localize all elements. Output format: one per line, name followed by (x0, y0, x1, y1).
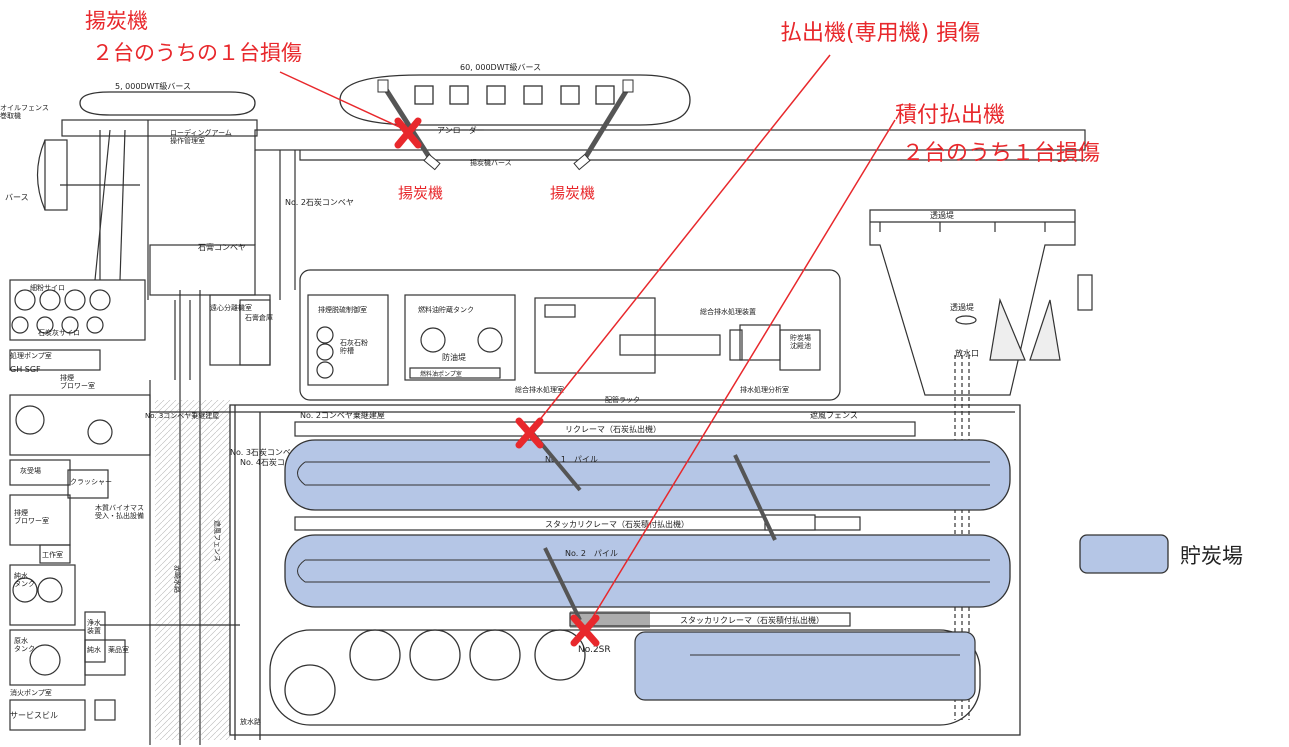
stacker-2-label: スタッカリクレーマ（石炭積付払出機） (680, 615, 824, 625)
berth-5k-label: 5, 000DWT級バース (115, 81, 191, 91)
fuel-tank-label: 燃料油貯蔵タンク (418, 305, 474, 314)
legend-label: 貯炭場 (1180, 544, 1243, 568)
outlet-label: 放水口 (955, 348, 979, 358)
conveyor-no2-label: No. 2石炭コンベヤ (285, 198, 354, 207)
raw-water-label: 原水タンク (14, 636, 35, 653)
conveyor-house-label: No. 2コンベヤ乗継建屋 (300, 410, 385, 420)
crusher-label: クラッシャー (70, 478, 112, 486)
pile-1 (284, 439, 1011, 511)
aux-label: 薬品室 (108, 645, 129, 654)
fuel-pump-label: 燃料油ポンプ室 (420, 370, 462, 378)
reclaimer-rail (294, 421, 916, 437)
windbreak-label: 遮風フェンス (810, 410, 858, 420)
pump-room-label: 処理ポンプ室 (10, 351, 52, 360)
pile-3 (634, 631, 976, 701)
annotation-unloader-damage: ２台のうちの１台損傷 (92, 41, 302, 65)
oil-dike-label: 防油堤 (442, 352, 466, 362)
blower2-label: 排煙ブロワー室 (14, 508, 49, 525)
jetty-structures (36, 119, 1086, 396)
unloader-berth-label: 揚炭機バース (470, 158, 512, 167)
unloader-arms (382, 86, 631, 165)
gypsum-sep-label: 遠心分離機室 (210, 303, 252, 312)
settling-label: 透過堤 (930, 210, 954, 220)
service-label: サービスビル (10, 711, 58, 720)
gypsum-conveyor-label: 石膏コンベヤ (198, 242, 246, 252)
leader-lines (279, 54, 896, 631)
annotation-unloader-title: 揚炭機 (85, 9, 148, 33)
blower-room-label: 排煙ブロワー室 (60, 373, 95, 390)
pure-water2-label: 純水 (87, 645, 101, 654)
annotation-reclaimer-damage: 払出機(専用機) 損傷 (780, 21, 980, 46)
conveyor-no3-label: No. 3石炭コンベヤ (230, 448, 299, 457)
ash-silo-label: 細粉サイロ (30, 283, 65, 292)
lower-pile-area (269, 629, 981, 726)
damage-marker-stacker (570, 614, 600, 647)
annotation-unloader-label-1: 揚炭機 (398, 184, 443, 202)
annotation-stacker-title: 積付払出機 (895, 103, 1005, 128)
damage-marker-reclaimer (515, 417, 544, 449)
damage-marker-unloader (394, 117, 422, 149)
berth-left-label: バース (5, 193, 29, 202)
annotation-unloader-label-2: 揚炭機 (550, 184, 595, 202)
pure-water-label: 純水タンク (14, 571, 35, 588)
berth-60k-label: 60, 000DWT級バース (460, 62, 541, 72)
ash-store-label: 灰受場 (20, 466, 41, 475)
fire-pump-label: 消火ポンプ室 (10, 688, 52, 697)
road-label: 赤崎水路 (173, 565, 182, 593)
wastewater-plant-label: 総合排水処理装置 (700, 307, 756, 316)
pipe-rack-label: 配管ラック (605, 395, 640, 404)
ghsgf-label: GH SGF (10, 365, 41, 374)
limestone-silo-label: 石灰石粉貯槽 (340, 338, 368, 355)
wastewater-analysis-label: 排水処理分析室 (740, 385, 789, 394)
coal-yard-boundary (100, 404, 1021, 740)
oil-fence-label: オイルフェンス巻取機 (0, 104, 49, 120)
stacker-rail-1 (294, 516, 861, 531)
stacker-rail-2 (569, 612, 851, 627)
pile-2 (284, 534, 1011, 608)
berth-60k (339, 74, 691, 126)
conveyor-no4-label: No. 4石炭コンベヤ (240, 458, 309, 467)
water-eq-label: 浄水装置 (87, 618, 101, 635)
windbreak2-label: 遮風フェンス (213, 520, 222, 562)
berth-5k (79, 91, 256, 116)
reclaimer-label: リクレーマ（石炭払出機） (565, 424, 661, 434)
workshop-label: 工作室 (42, 550, 63, 559)
stacker-1-label: スタッカリクレーマ（石炭積付払出機） (545, 519, 689, 529)
annotation-stacker-damage: ２台のうち１台損傷 (902, 141, 1100, 166)
middle-facilities (299, 269, 841, 401)
legend-swatch (1079, 534, 1169, 574)
storage-pond-label: 貯炭場沈殿池 (790, 333, 811, 350)
gypsum-store-label: 石膏倉庫 (245, 313, 273, 322)
no2sr-label: No.2SR (578, 645, 611, 655)
conveyor-house-left-label: No. 3コンベヤ乗継建屋 (145, 411, 219, 420)
ash-silo2-label: 石炭灰サイロ (38, 328, 80, 337)
desulf-control-label: 排煙脱硫制御室 (318, 305, 367, 314)
settling2-label: 透過堤 (950, 302, 974, 312)
unloader-label: アンローダー (437, 125, 485, 135)
bio-label: 木質バイオマス受入・払出設備 (95, 503, 144, 520)
drain-label: 放水路 (240, 717, 261, 726)
pile-2-label: No. 2 パイル (565, 549, 618, 558)
hatched-road (155, 400, 230, 740)
loading-arm-label: ローディングアーム操作管理室 (170, 128, 232, 145)
wastewater-room-label: 総合排水処理室 (515, 385, 564, 394)
pile-1-label: No. 1 パイル (545, 455, 598, 464)
